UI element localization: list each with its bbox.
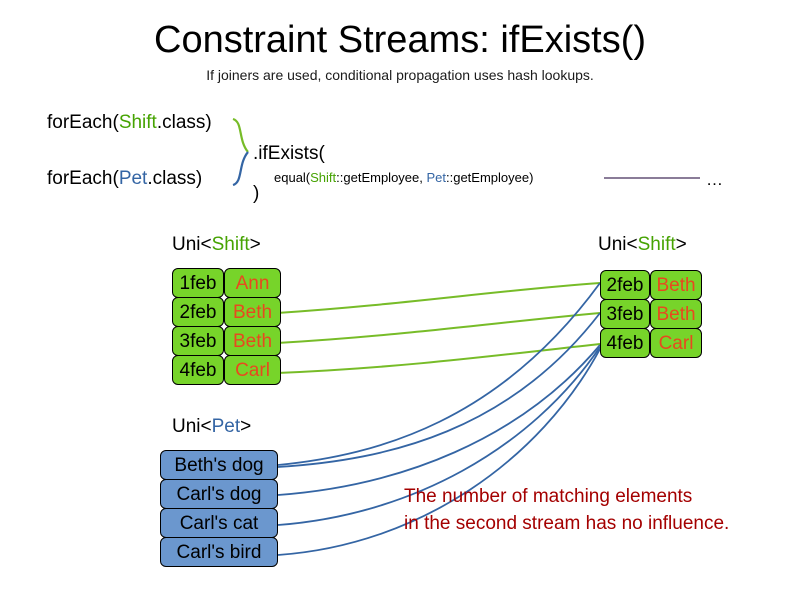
code-foreach-shift-prefix: forEach( <box>47 112 119 133</box>
label-left-suffix: > <box>249 234 261 255</box>
code-equal-pet-method: ::getEmployee) <box>446 170 534 185</box>
label-pet-type: Pet <box>211 416 241 437</box>
label-right-suffix: > <box>675 234 687 255</box>
cell-date: 1feb <box>172 268 224 298</box>
label-right-uni-shift: Uni<Shift> <box>598 234 687 256</box>
table-row[interactable]: 2feb Beth <box>172 297 281 327</box>
list-item[interactable]: Carl's dog <box>160 479 278 509</box>
table-row[interactable]: 4feb Carl <box>172 355 281 385</box>
match-line-shift-4feb <box>276 343 601 374</box>
code-equal-shift-type: Shift <box>310 170 337 185</box>
table-row[interactable]: 3feb Beth <box>600 299 702 329</box>
exists-line-carls-dog <box>277 344 601 496</box>
label-right-prefix: Uni< <box>598 234 638 255</box>
code-foreach-shift: forEach(Shift.class) <box>47 112 212 134</box>
cell-date: 4feb <box>600 328 650 358</box>
cell-pet-name: Carl's dog <box>160 479 278 509</box>
cell-name: Beth <box>650 299 702 329</box>
code-foreach-shift-type: Shift <box>118 112 157 133</box>
code-equal-pet-type: Pet <box>426 170 446 185</box>
label-pet-prefix: Uni< <box>172 416 212 437</box>
table-uni-pet: Beth's dog Carl's dog Carl's cat Carl's … <box>160 450 278 567</box>
cell-date: 3feb <box>600 299 650 329</box>
cell-name: Carl <box>650 328 702 358</box>
page-title: Constraint Streams: ifExists() <box>154 19 646 61</box>
cell-name: Carl <box>224 355 281 385</box>
cell-date: 2feb <box>600 270 650 300</box>
table-row[interactable]: 2feb Beth <box>600 270 702 300</box>
match-line-shift-3feb <box>276 312 601 344</box>
cell-date: 4feb <box>172 355 224 385</box>
code-equal-shift-method: ::getEmployee, <box>336 170 427 185</box>
brace-lower-blue <box>232 151 249 187</box>
label-left-prefix: Uni< <box>172 234 212 255</box>
code-foreach-pet-prefix: forEach( <box>47 168 119 189</box>
code-foreach-pet-suffix: .class) <box>147 168 203 189</box>
cell-name: Beth <box>650 270 702 300</box>
annotation-line-2: in the second stream has no influence. <box>404 513 730 534</box>
cell-pet-name: Carl's cat <box>160 508 278 538</box>
list-item[interactable]: Carl's bird <box>160 537 278 567</box>
code-foreach-shift-suffix: .class) <box>156 112 212 133</box>
code-close-paren: ) <box>253 183 260 204</box>
label-left-uni-shift: Uni<Shift> <box>172 234 261 256</box>
cell-pet-name: Carl's bird <box>160 537 278 567</box>
exists-line-beths-dog-alt <box>277 312 601 468</box>
cell-name: Beth <box>224 297 281 327</box>
annotation-line-1: The number of matching elements <box>404 486 693 507</box>
code-ifexists: .ifExists( <box>253 143 325 164</box>
joiner-ellipsis: … <box>706 170 723 189</box>
match-line-shift-2feb <box>276 282 601 314</box>
cell-date: 3feb <box>172 326 224 356</box>
table-right-uni-shift: 2feb Beth 3feb Beth 4feb Carl <box>600 270 702 358</box>
exists-line-beths-dog <box>277 282 601 466</box>
page-subtitle: If joiners are used, conditional propaga… <box>206 67 594 83</box>
cell-name: Ann <box>224 268 281 298</box>
label-left-type: Shift <box>211 234 250 255</box>
brace-upper-green <box>232 117 249 153</box>
list-item[interactable]: Carl's cat <box>160 508 278 538</box>
code-equal-prefix: equal( <box>274 170 311 185</box>
table-row[interactable]: 3feb Beth <box>172 326 281 356</box>
label-uni-pet: Uni<Pet> <box>172 416 251 438</box>
code-foreach-pet-type: Pet <box>118 168 148 189</box>
code-equal-joiner: equal(Shift::getEmployee, Pet::getEmploy… <box>274 170 533 186</box>
label-right-type: Shift <box>637 234 676 255</box>
table-row[interactable]: 1feb Ann <box>172 268 281 298</box>
table-row[interactable]: 4feb Carl <box>600 328 702 358</box>
label-pet-suffix: > <box>240 416 252 437</box>
code-foreach-pet: forEach(Pet.class) <box>47 168 202 190</box>
annotation-note: The number of matching elements in the s… <box>404 483 729 537</box>
cell-date: 2feb <box>172 297 224 327</box>
cell-name: Beth <box>224 326 281 356</box>
table-left-uni-shift: 1feb Ann 2feb Beth 3feb Beth 4feb Carl <box>172 268 281 385</box>
cell-pet-name: Beth's dog <box>160 450 278 480</box>
list-item[interactable]: Beth's dog <box>160 450 278 480</box>
